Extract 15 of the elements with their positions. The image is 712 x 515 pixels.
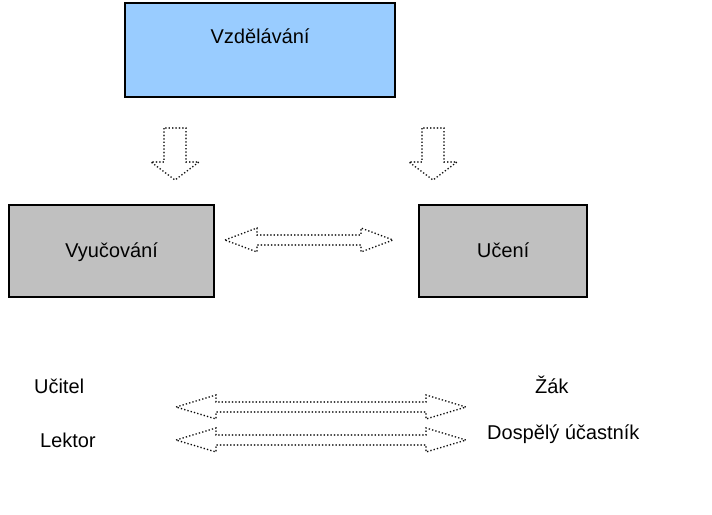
block-arrow — [406, 127, 460, 181]
node-label: Žák — [535, 374, 579, 400]
box-label: Vyučování — [65, 240, 158, 262]
box-label: Učení — [476, 240, 530, 262]
process-box — [418, 204, 588, 298]
node-label: Lektor — [40, 428, 116, 454]
box-label: Vzdělávání — [210, 26, 310, 49]
block-arrow — [174, 427, 468, 453]
block-arrow — [148, 127, 202, 181]
block-arrow — [174, 394, 468, 420]
node-label: Učitel — [34, 374, 110, 400]
process-box — [124, 2, 396, 98]
block-arrow — [223, 226, 395, 254]
process-box — [8, 204, 215, 298]
node-label: Dospělý účastník — [487, 420, 702, 446]
